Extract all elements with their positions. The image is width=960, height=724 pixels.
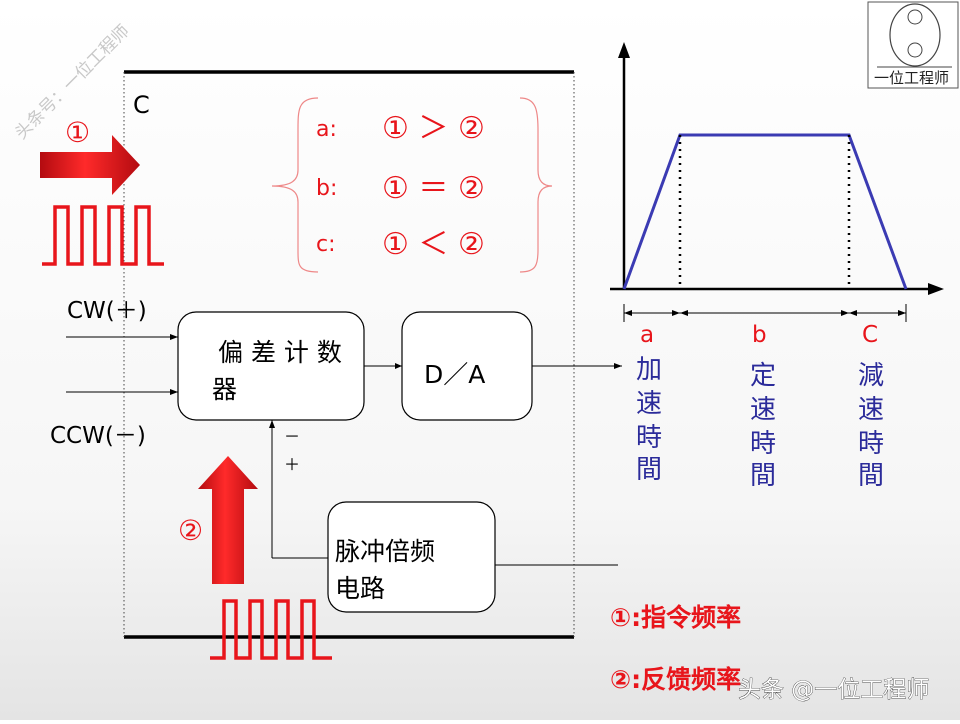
da-converter-label: D／A — [424, 360, 485, 389]
phase-a-name-char-2: 速 — [636, 389, 662, 419]
logo-emblem-dot-bottom — [907, 42, 923, 58]
feedback-pulse-label: ② — [178, 514, 203, 547]
graph-y-axis-arrow-icon — [618, 42, 630, 58]
right-brace — [519, 97, 553, 273]
legend-feedback-frequency: ②:反馈频率 — [610, 665, 741, 694]
phase-c-name-char-4: 間 — [858, 461, 884, 491]
pulse-multiplier-box — [327, 501, 496, 613]
frame-label: C — [133, 91, 150, 119]
phase-b-letter: b — [752, 322, 767, 348]
phase-a-name-char-1: 加 — [636, 355, 662, 385]
phase-b-name-char-2: 速 — [750, 395, 776, 425]
phase-a-name-char-4: 間 — [636, 455, 662, 485]
logo-text: 一位工程师 — [874, 69, 949, 87]
condition-c-relation: ① ＜ ② — [382, 227, 485, 262]
feedback-pulse-train — [210, 599, 332, 660]
dim-arrow-c-right-icon — [898, 310, 906, 316]
minus-sign: － — [284, 427, 300, 446]
logo: 一位工程师 — [867, 1, 959, 89]
plus-sign: ＋ — [284, 455, 300, 474]
phase-b-name-char-4: 間 — [750, 461, 776, 491]
feedback-arrowhead-icon — [269, 420, 275, 428]
condition-b-key: b: — [316, 176, 337, 201]
phase-c-name-char-3: 時 — [858, 429, 884, 459]
cw-arrowhead-icon — [170, 334, 178, 340]
phase-c-name-char-2: 速 — [858, 395, 884, 425]
dim-arrow-c-left-icon — [849, 310, 857, 316]
da-output-arrowhead-icon — [614, 363, 622, 369]
dim-arrow-b-right-icon — [841, 310, 849, 316]
dim-arrow-a-right-icon — [672, 310, 680, 316]
dim-arrow-a-left-icon — [624, 310, 632, 316]
logo-emblem-dot-top — [907, 9, 923, 25]
ccw-arrowhead-icon — [170, 389, 178, 395]
graph-x-axis-arrow-icon — [928, 283, 944, 295]
phase-b-name-char-3: 時 — [750, 429, 776, 459]
counter-to-da-arrowhead-icon — [395, 363, 402, 369]
input-pulse-train — [42, 205, 164, 266]
input-arrow-icon — [40, 135, 140, 195]
condition-c-key: c: — [316, 232, 336, 257]
deviation-counter-label-2: 器 — [212, 375, 237, 404]
left-brace — [271, 97, 319, 273]
phase-c-name-char-1: 減 — [858, 361, 884, 391]
deviation-counter-label-1: 偏 差 计 数 — [218, 338, 342, 367]
condition-a-key: a: — [316, 117, 337, 142]
logo-emblem — [889, 3, 941, 67]
condition-b-relation: ① ＝ ② — [382, 171, 485, 206]
pulse-multiplier-label-2: 电路 — [335, 574, 385, 603]
phase-c-letter: C — [862, 322, 878, 348]
pulse-multiplier-label-1: 脉冲倍频 — [335, 537, 435, 566]
speed-profile-curve — [622, 133, 908, 290]
watermark-bottom: 头条 @一位工程师 — [738, 677, 929, 703]
ccw-label: CCW(－) — [50, 423, 146, 449]
condition-a-relation: ① ＞ ② — [382, 111, 485, 146]
cw-label: CW(＋) — [67, 298, 147, 324]
input-pulse-label: ① — [65, 116, 90, 149]
legend-command-frequency: ①:指令频率 — [610, 603, 741, 632]
feedback-arrow-icon — [198, 456, 258, 584]
phase-a-name-char-3: 時 — [636, 423, 662, 453]
phase-a-letter: a — [640, 322, 654, 348]
dim-arrow-b-left-icon — [680, 310, 688, 316]
phase-b-name-char-1: 定 — [750, 361, 776, 391]
